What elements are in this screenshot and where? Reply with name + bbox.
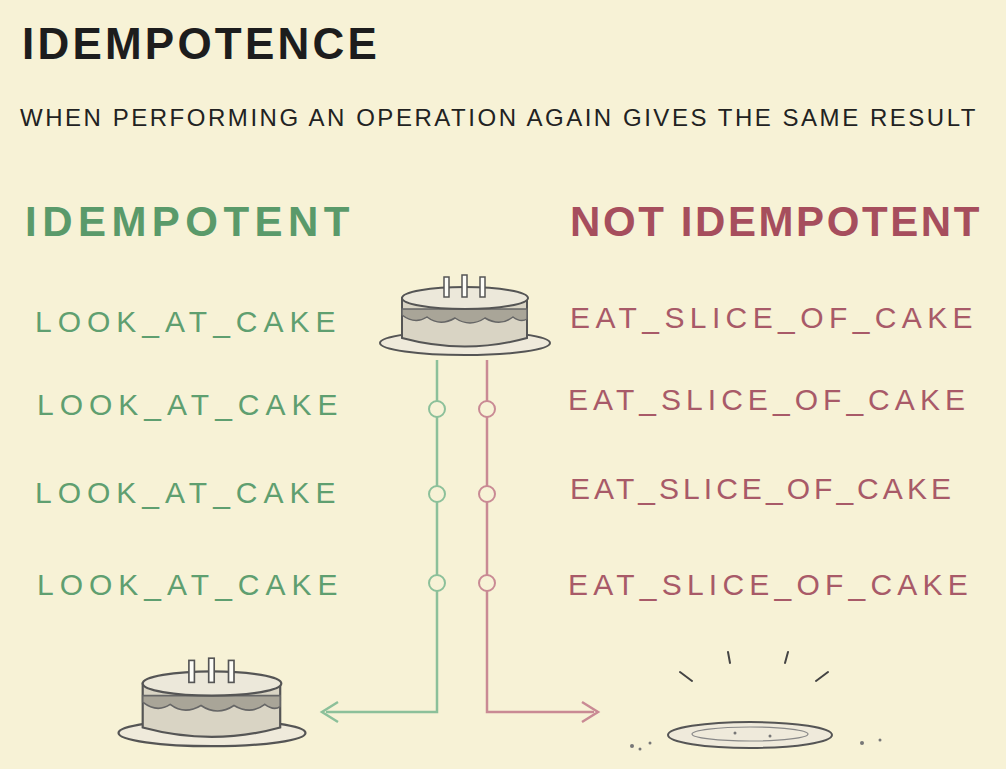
operation-label: LOOK_AT_CAKE (37, 568, 344, 603)
step-ring (429, 575, 445, 591)
crumb (639, 748, 642, 751)
crumb (879, 739, 882, 742)
operation-label: EAT_SLICE_OF_CAKE (570, 472, 955, 507)
empty-plate (630, 652, 882, 751)
operation-label: EAT_SLICE_OF_CAKE (568, 568, 973, 603)
step-ring (479, 575, 495, 591)
whole-cake (380, 275, 550, 355)
crumb (860, 741, 864, 745)
operation-label: LOOK_AT_CAKE (35, 305, 342, 340)
red-arrowhead (582, 702, 598, 722)
subtitle: WHEN PERFORMING AN OPERATION AGAIN GIVES… (20, 104, 978, 132)
operation-label: LOOK_AT_CAKE (37, 388, 344, 423)
operation-label: LOOK_AT_CAKE (35, 476, 342, 511)
crumb (769, 735, 772, 738)
column-heading: NOT IDEMPOTENT (570, 198, 982, 246)
crumb (649, 742, 652, 745)
shine-marks (680, 652, 828, 681)
operation-label: EAT_SLICE_OF_CAKE (568, 383, 970, 418)
flow-lines (322, 360, 598, 722)
step-ring (429, 401, 445, 417)
column-heading: IDEMPOTENT (25, 198, 355, 246)
step-ring (429, 486, 445, 502)
operation-label: EAT_SLICE_OF_CAKE (570, 301, 978, 336)
step-ring (479, 486, 495, 502)
green-arrowhead (322, 702, 338, 722)
title: IDEMPOTENCE (22, 19, 380, 70)
crumb (630, 744, 634, 748)
crumb (734, 732, 737, 735)
whole-cake (119, 658, 306, 746)
step-ring (479, 401, 495, 417)
plate (668, 722, 832, 748)
plate-rim (692, 727, 808, 741)
